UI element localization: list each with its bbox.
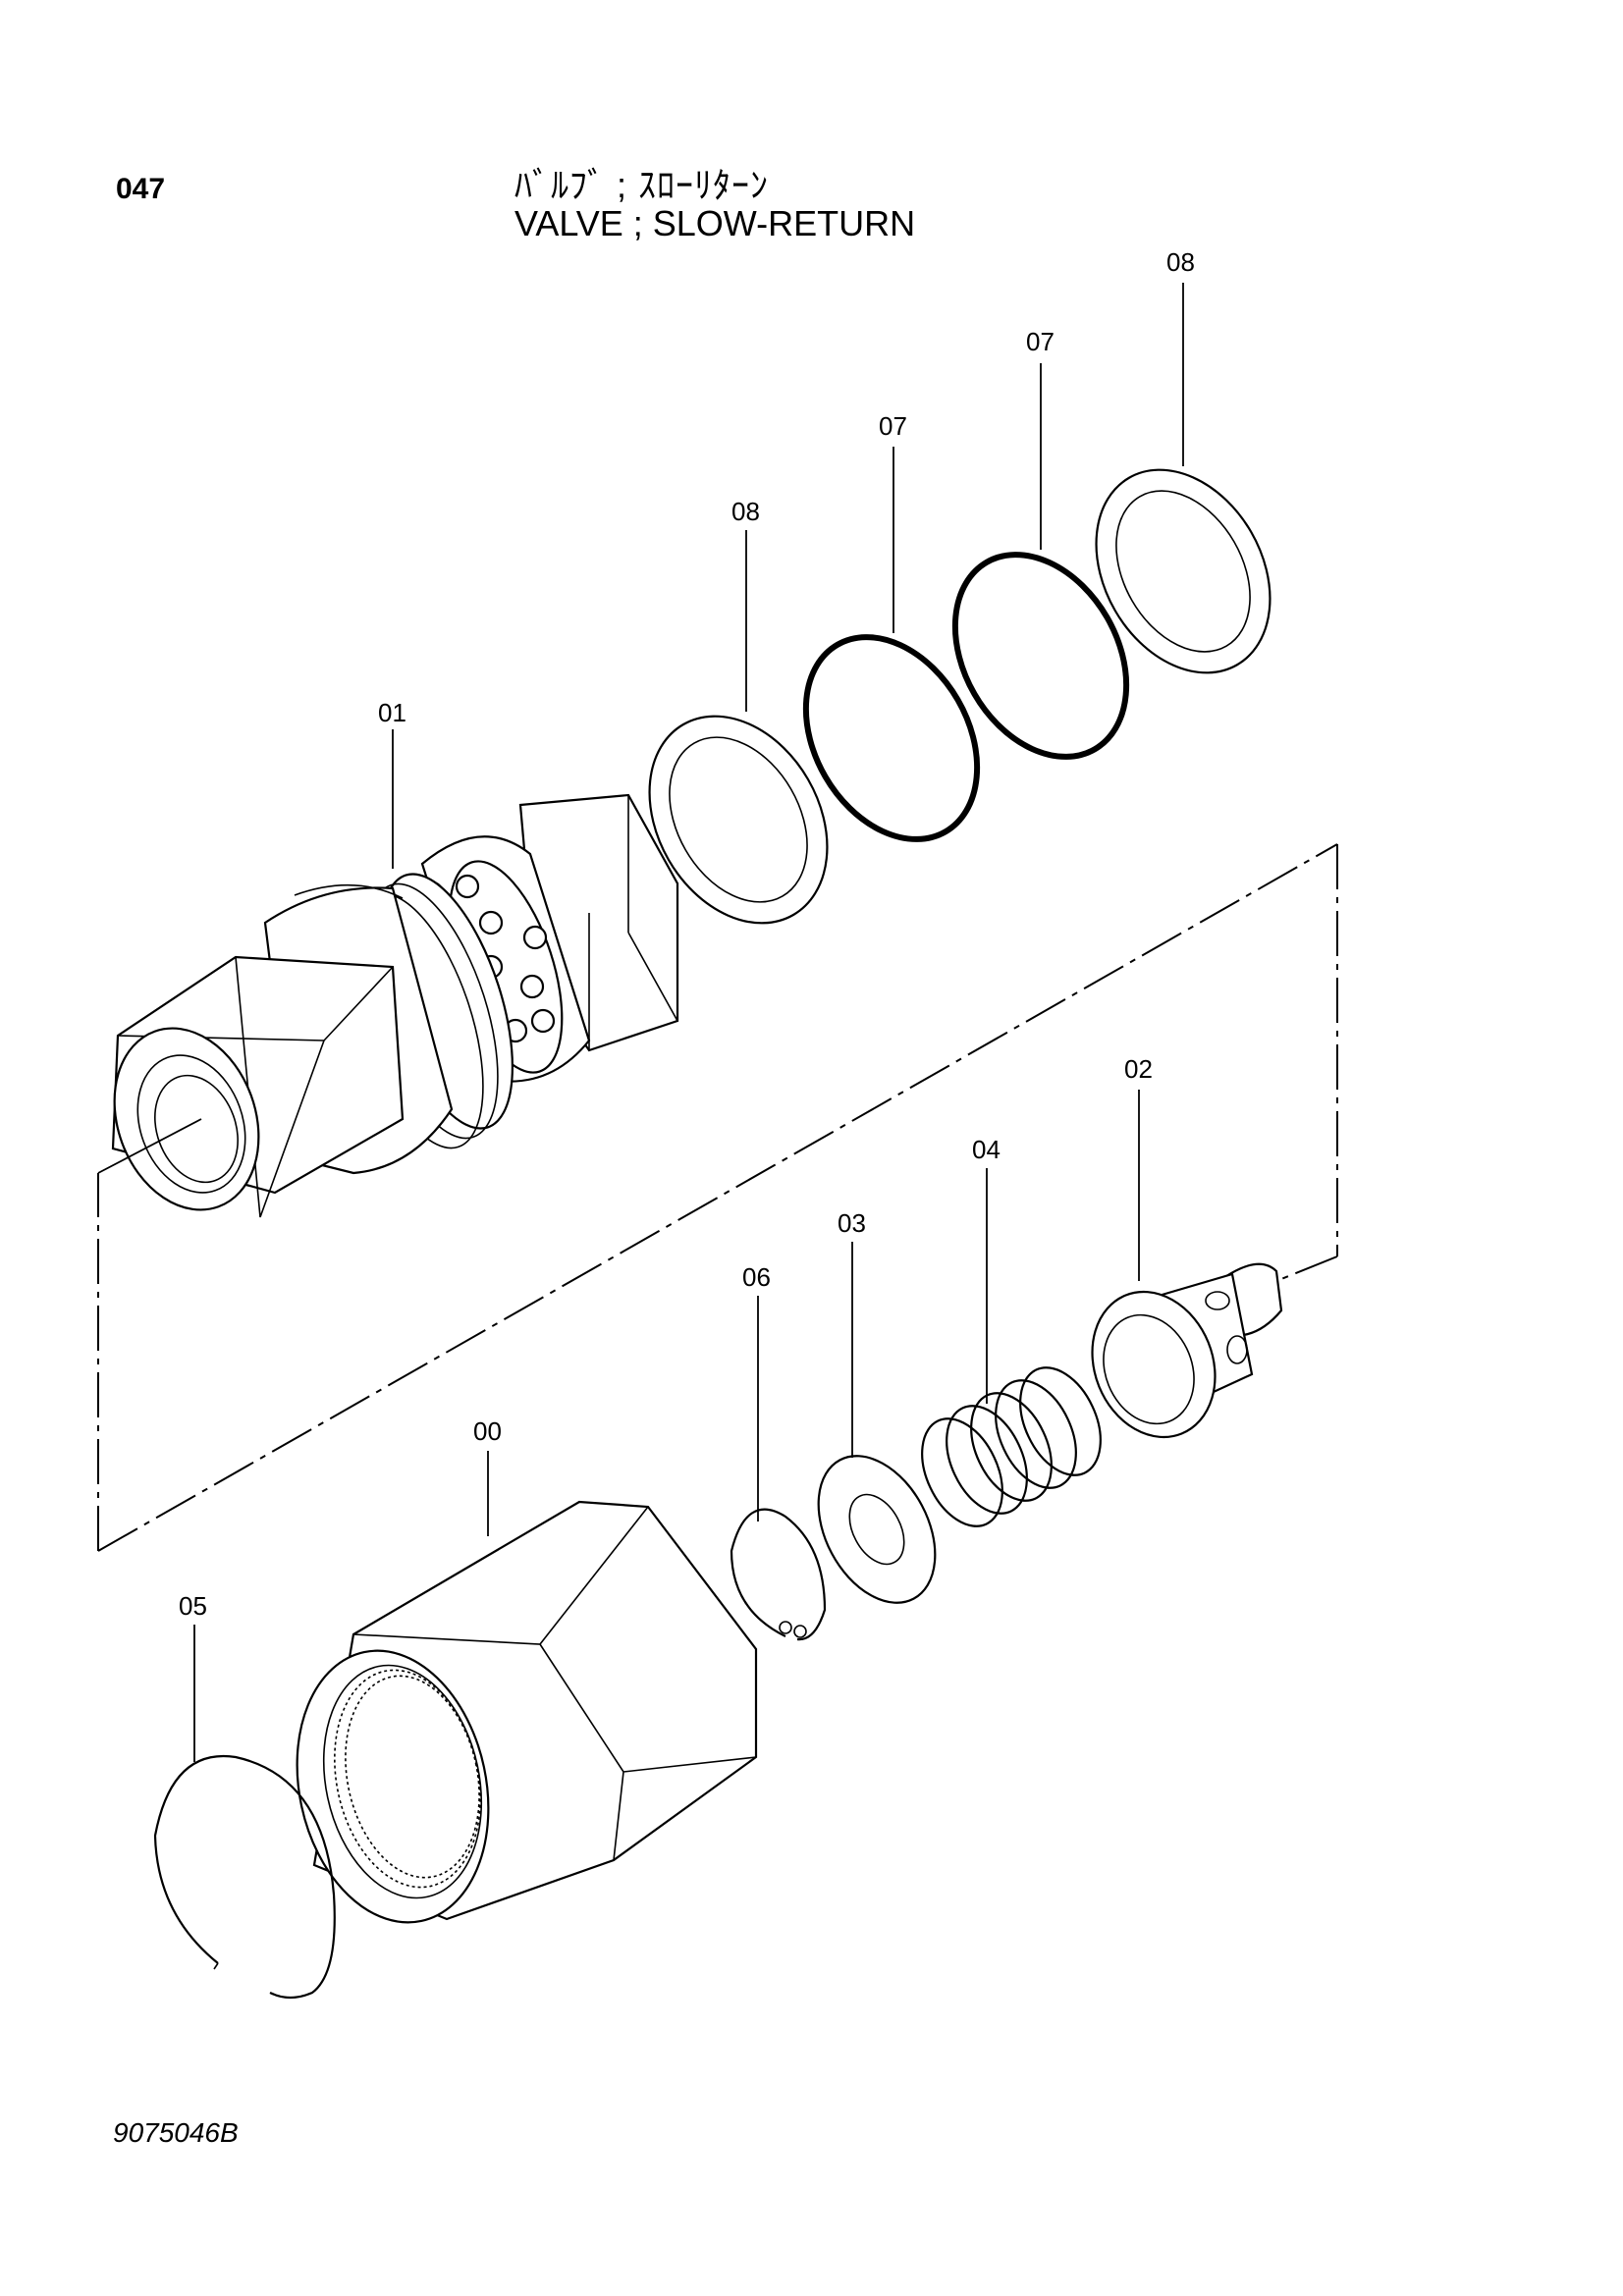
callout-02: 02 (1124, 1054, 1153, 1084)
callout-08-left: 08 (731, 497, 760, 526)
callout-06: 06 (742, 1262, 771, 1292)
callout-01: 01 (378, 698, 406, 727)
part-02-poppet (1091, 1262, 1283, 1439)
callout-labels: 01 08 07 07 08 02 04 03 06 00 05 (179, 247, 1195, 1621)
callout-07-right: 07 (1026, 327, 1055, 356)
part-01-valve-body (111, 793, 679, 1218)
part-07-o-rings (802, 552, 1130, 842)
part-06-snap-ring (730, 1508, 827, 1641)
part-03-seat-washer (817, 1455, 937, 1604)
part-08-backup-ring-right (1095, 468, 1271, 674)
part-08-backup-ring-left (648, 715, 829, 925)
callout-07-left: 07 (879, 411, 907, 441)
title-japanese: ﾊﾞﾙﾌﾞ ; ｽﾛｰﾘﾀｰﾝ (514, 165, 770, 205)
assembly-envelope (97, 843, 1338, 1552)
page-number: 047 (116, 173, 166, 205)
callout-08-right: 08 (1166, 247, 1195, 277)
callout-05: 05 (179, 1591, 207, 1621)
drawing-number: 9075046B (113, 2117, 239, 2148)
part-00-hex-nut (296, 1500, 758, 1924)
leader-lines (97, 283, 1184, 1762)
callout-00: 00 (473, 1416, 502, 1446)
callout-03: 03 (838, 1208, 866, 1238)
title-english: VALVE ; SLOW-RETURN (514, 203, 916, 243)
part-05-retaining-ring (153, 1754, 336, 2000)
part-04-spring (921, 1366, 1102, 1527)
callout-04: 04 (972, 1135, 1001, 1164)
